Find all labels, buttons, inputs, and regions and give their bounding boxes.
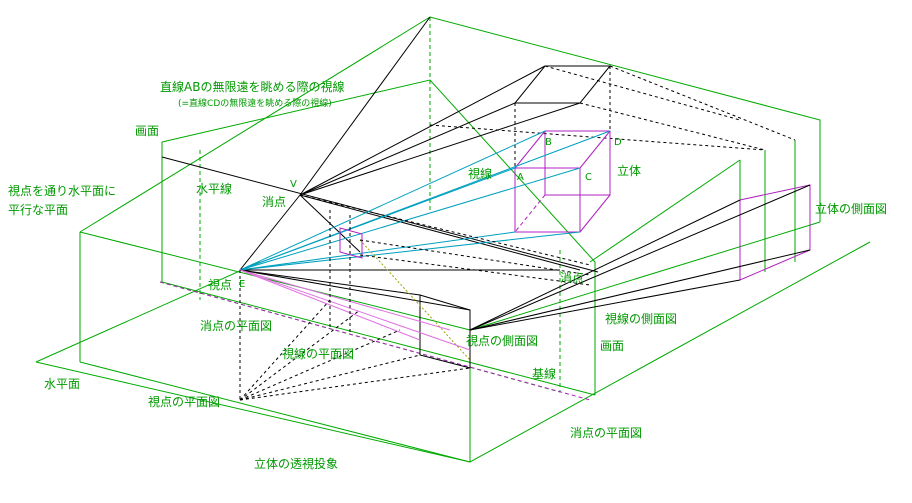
eye-level-plane-frame: [79, 16, 821, 362]
horizon-line-label: 水平線: [196, 181, 232, 196]
eye-point-e-label: E: [239, 279, 245, 290]
vanishing-dotted-lines: [299, 194, 591, 286]
plan-dashed-lines: [239, 210, 471, 401]
horizon-line: [161, 156, 599, 273]
perspective-projection-label: 立体の透視投象: [254, 456, 338, 471]
eye-side-view-label: 視点の側面図: [466, 333, 538, 348]
plan-sight-lines: [239, 239, 471, 361]
eye-plan-label: 視点の平面図: [148, 394, 220, 409]
sight-line-label: 視線: [468, 166, 492, 181]
picture-plane-frame: [161, 79, 596, 396]
point-c-label: C: [585, 172, 592, 183]
solid-box: [514, 130, 611, 233]
solid-side-view: [469, 184, 811, 331]
vanishing-point-label: 消点: [262, 195, 286, 209]
eye-side-view-box: [419, 294, 471, 369]
perspective-image: [239, 227, 471, 311]
vanishing-point-right-label: 消点: [560, 271, 584, 285]
solid-label: 立体: [617, 163, 641, 178]
sight-line-side-view-label: 視線の側面図: [605, 311, 677, 326]
vanishing-plan-label-1: 消点の平面図: [200, 319, 272, 333]
horizontal-plane-frame: [35, 241, 871, 463]
vanishing-point-v-label: V: [290, 179, 297, 190]
eye-horizontal-plane-label-2: 平行な平面: [8, 203, 68, 217]
eye-horizontal-plane-label-1: 視点を通り水平面に: [8, 183, 116, 198]
eye-point-label: 視点: [208, 277, 232, 292]
top-prism: [513, 65, 796, 230]
eye-sight-lines: [239, 130, 611, 271]
point-d-label: D: [614, 137, 622, 148]
vanishing-plan-label-2: 消点の平面図: [570, 426, 642, 440]
point-a-label: A: [517, 172, 524, 183]
cd-sight-line-label: (=直線CDの無限遠を眺める際の視線): [178, 97, 332, 109]
solid-side-view-label: 立体の側面図: [815, 201, 887, 216]
front-panel: [79, 281, 591, 463]
ab-sight-line-label: 直線ABの無限遠を眺める際の視線: [160, 79, 344, 94]
picture-plane-label: 画面: [135, 124, 159, 138]
ground-line-label: 基線: [532, 366, 556, 381]
sight-line-plan-label: 視線の平面図: [282, 346, 354, 361]
picture-plane-label-2: 画面: [600, 339, 624, 353]
point-b-label: B: [545, 137, 552, 148]
vanishing-sight-lines: [239, 16, 581, 271]
horizontal-plane-label: 水平面: [44, 377, 80, 391]
